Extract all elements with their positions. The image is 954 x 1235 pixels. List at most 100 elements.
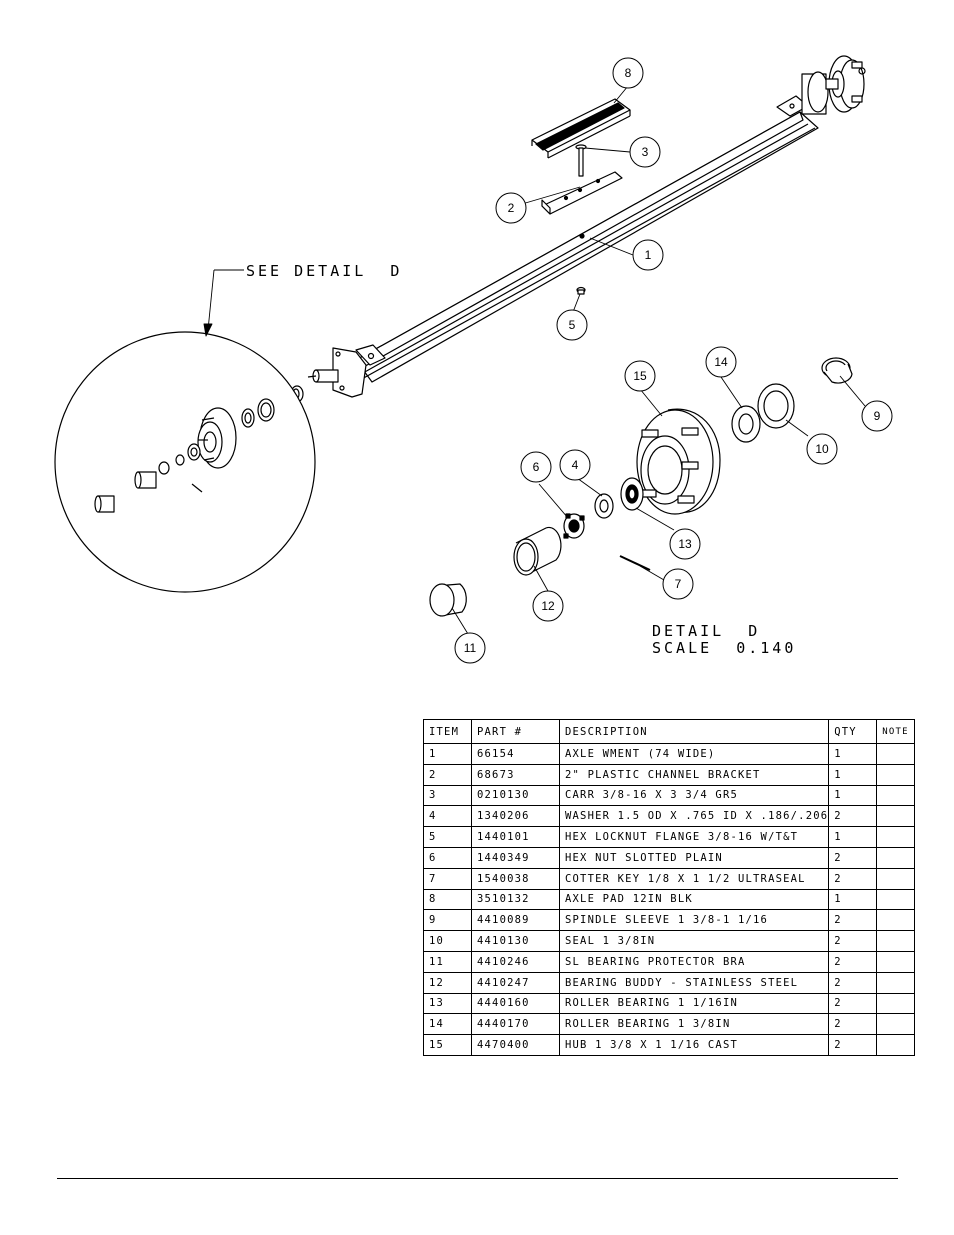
cell-item: 7	[423, 867, 472, 890]
balloon-6	[520, 451, 552, 483]
balloon-1	[632, 239, 664, 271]
hub	[636, 408, 721, 515]
balloon-7	[662, 568, 694, 600]
cell-note	[876, 950, 916, 973]
svg-text:9: 9	[874, 409, 881, 423]
cell-qty: 2	[828, 950, 878, 973]
footer-divider	[57, 1178, 898, 1179]
cell-item: 11	[423, 950, 472, 973]
svg-text:15: 15	[633, 369, 647, 383]
slotted-nut	[563, 513, 585, 539]
cell-description: HUB 1 3/8 X 1 1/16 CAST	[558, 1034, 830, 1056]
cell-qty: 1	[828, 826, 878, 848]
cell-qty: 2	[828, 846, 878, 869]
cell-part-number: 4440170	[471, 1013, 560, 1036]
cell-part-number: 4440160	[471, 992, 560, 1015]
bearing-buddy	[513, 526, 562, 576]
cell-description: COTTER KEY 1/8 X 1 1/2 ULTRASEAL	[558, 867, 830, 890]
cell-item: 2	[423, 763, 472, 786]
roller-bearing-small	[620, 477, 644, 511]
cell-item: 13	[423, 992, 472, 1015]
mini-hub	[197, 407, 237, 469]
svg-text:1: 1	[645, 248, 652, 262]
cell-qty: 2	[828, 992, 878, 1015]
svg-text:6: 6	[533, 460, 540, 474]
column-header-note: NOTE	[876, 719, 916, 744]
cell-note	[876, 763, 916, 786]
column-header-qty: QTY	[828, 719, 878, 744]
cell-note	[876, 1013, 916, 1036]
axle-tube	[355, 111, 819, 383]
cell-description: ROLLER BEARING 1 1/16IN	[558, 992, 830, 1015]
balloon-9	[861, 400, 893, 432]
cell-qty: 1	[828, 763, 878, 786]
cell-description: BEARING BUDDY - STAINLESS STEEL	[558, 971, 830, 994]
cell-note	[876, 971, 916, 994]
flange-locknut	[576, 286, 586, 295]
cell-qty: 2	[828, 909, 878, 932]
cell-qty: 2	[828, 805, 878, 828]
cell-part-number: 1440101	[471, 826, 560, 848]
roller-bearing-large	[731, 405, 761, 443]
channel-bracket	[541, 171, 623, 215]
washer	[594, 493, 614, 519]
balloon-14	[705, 346, 737, 378]
cell-item: 5	[423, 826, 472, 848]
cell-note	[876, 930, 916, 952]
cell-note	[876, 846, 916, 869]
cell-part-number: 1540038	[471, 867, 560, 890]
balloon-5	[556, 309, 588, 341]
cell-qty: 2	[828, 971, 878, 994]
balloon-8	[612, 57, 644, 89]
column-header-part: PART #	[471, 719, 560, 744]
column-header-description: DESCRIPTION	[558, 719, 830, 744]
detail-scale: SCALE 0.140	[652, 639, 796, 657]
cell-note	[876, 784, 916, 807]
cell-description: AXLE WMENT (74 WIDE)	[558, 743, 830, 765]
cell-part-number: 4410130	[471, 930, 560, 952]
cell-qty: 2	[828, 1034, 878, 1056]
cell-description: 2" PLASTIC CHANNEL BRACKET	[558, 763, 830, 786]
cell-part-number: 66154	[471, 743, 560, 765]
cell-note	[876, 826, 916, 848]
balloon-15	[624, 360, 656, 392]
spindle-sleeve	[821, 357, 853, 384]
axle-right-end	[776, 55, 866, 117]
cell-description: HEX NUT SLOTTED PLAIN	[558, 846, 830, 869]
seal	[757, 383, 795, 429]
cell-qty: 1	[828, 888, 878, 911]
cell-note	[876, 743, 916, 765]
cell-description: SPINDLE SLEEVE 1 3/8-1 1/16	[558, 909, 830, 932]
table-header-row: ITEM PART # DESCRIPTION QTY NOTE	[423, 719, 916, 744]
cell-item: 10	[423, 930, 472, 952]
detail-title: DETAIL D	[652, 622, 760, 640]
cell-note	[876, 909, 916, 932]
balloon-labels: 8 3 2 1 5 15 14 9 10 6 4 13 7 12 11	[464, 66, 881, 655]
cell-qty: 1	[828, 784, 878, 807]
cell-part-number: 1440349	[471, 846, 560, 869]
cell-item: 15	[423, 1034, 472, 1056]
cell-qty: 2	[828, 1013, 878, 1036]
balloon-10	[806, 433, 838, 465]
axle-left-end	[307, 344, 386, 398]
svg-text:10: 10	[815, 442, 829, 456]
svg-text:2: 2	[508, 201, 515, 215]
carriage-bolt	[575, 144, 587, 177]
cell-description: AXLE PAD 12IN BLK	[558, 888, 830, 911]
bearing-protector-bra	[429, 583, 467, 617]
cell-note	[876, 1034, 916, 1056]
cell-description: SL BEARING PROTECTOR BRA	[558, 950, 830, 973]
svg-text:12: 12	[541, 599, 555, 613]
axle-pad	[531, 98, 631, 159]
cell-item: 8	[423, 888, 472, 911]
